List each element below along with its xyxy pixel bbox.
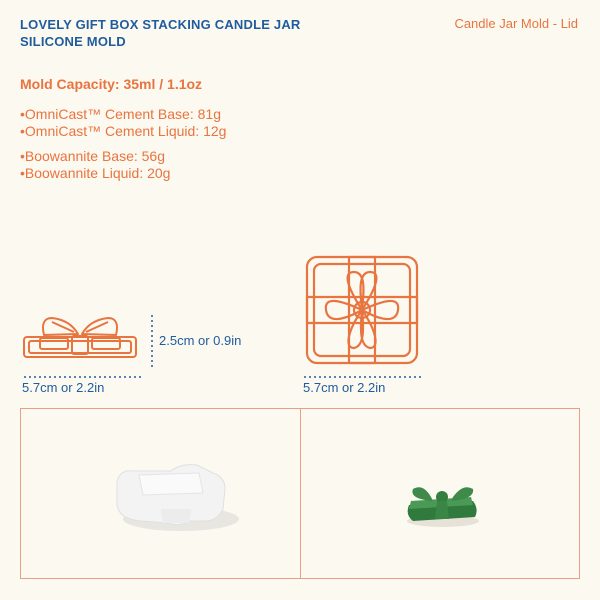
side-width-label: 5.7cm or 2.2in (22, 380, 105, 395)
white-silicone-mold-image (116, 464, 239, 531)
spec-boowannite-liquid: •Boowannite Liquid: 20g (20, 165, 171, 181)
spec-cement-liquid: •OmniCast™ Cement Liquid: 12g (20, 123, 227, 139)
product-title: LOVELY GIFT BOX STACKING CANDLE JAR SILI… (20, 17, 301, 49)
green-gift-box-image (407, 487, 479, 527)
top-width-label: 5.7cm or 2.2in (303, 380, 386, 395)
dimension-drawings (23, 255, 424, 378)
side-height-label: 2.5cm or 0.9in (159, 333, 242, 348)
white-mold-panel (20, 408, 301, 579)
spec-boowannite-base: •Boowannite Base: 56g (20, 148, 166, 164)
green-cast-panel (300, 408, 580, 579)
spec-cement-base: •OmniCast™ Cement Base: 81g (20, 106, 221, 122)
side-view-drawing (23, 317, 137, 358)
mold-capacity: Mold Capacity: 35ml / 1.1oz (20, 76, 203, 92)
product-subtitle: Candle Jar Mold - Lid (454, 16, 578, 31)
top-view-drawing (305, 255, 419, 365)
